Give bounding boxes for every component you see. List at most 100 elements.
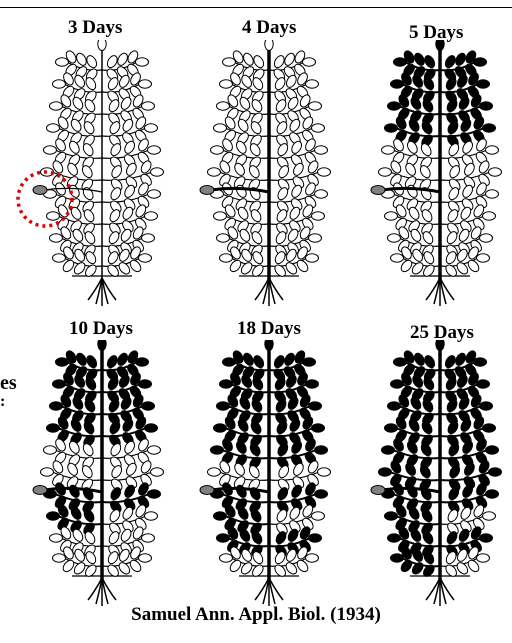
leaflet [489,468,502,476]
leaflet [53,80,66,88]
leaflet [448,464,462,479]
leaflet [250,98,264,113]
leaflet [47,424,60,432]
leaflet [420,120,434,135]
leaflet [220,80,233,88]
leaflet [448,164,462,179]
leaflet [385,124,398,132]
leaflet [486,446,499,454]
leaflet [139,554,152,562]
apical-leaflet [436,40,444,51]
leaflet [47,512,60,520]
leaflet [53,554,66,562]
leaflet [217,402,230,410]
leaflet [148,446,161,454]
leaflet [53,380,66,388]
leaflet [151,468,164,476]
leaflet [272,354,286,369]
leaflet [419,142,433,157]
leaflet [56,58,69,66]
leaflet [312,124,325,132]
leaflet [81,142,95,157]
leaflet [80,164,94,179]
apical-leaflet [98,40,106,51]
leaflet [217,102,230,110]
leaflet [477,380,490,388]
leaflet [315,446,328,454]
leaflet [275,120,289,135]
leaflet [318,168,331,176]
leaflet [474,358,487,366]
leaflet [477,80,490,88]
leaflet [388,102,401,110]
leaflet [251,76,265,91]
leaflet [454,352,468,367]
leaflet [420,420,434,435]
leaflet [385,424,398,432]
leaflet [81,442,95,457]
leaflet [413,352,427,367]
leaflet [391,80,404,88]
leaflet [447,442,461,457]
leaflet [148,190,161,198]
leaflet [214,212,227,220]
leaflet [273,376,287,391]
leaflet [274,398,288,413]
leaflet [50,402,63,410]
leaflet [252,54,266,69]
leaflet [148,146,161,154]
leaflet [312,512,325,520]
leaflet [110,164,124,179]
leaflet [391,380,404,388]
leaflet [477,254,490,262]
leaflet [391,554,404,562]
leaflet [306,554,319,562]
leaflet [220,254,233,262]
panel-label-18-days: 18 Days [237,318,301,340]
leaflet [106,376,120,391]
leaflet [247,164,261,179]
leaflet [312,424,325,432]
cropped-edge-mark: : [0,393,5,411]
apical-leaflet [265,40,273,51]
leaflet [277,164,291,179]
leaflet [82,420,96,435]
inoculated-leaf [371,486,385,495]
leaflet [83,98,97,113]
top-rule [0,7,512,8]
leaflet [142,234,155,242]
citation-caption: Samuel Ann. Appl. Biol. (1934) [0,604,512,626]
leaflet [105,54,119,69]
leaflet [394,58,407,66]
leaflet [273,76,287,91]
leaflet [83,398,97,413]
leaflet [422,376,436,391]
leaflet [382,146,395,154]
leaflet [379,168,392,176]
leaflet [277,464,291,479]
leaflet [272,54,286,69]
leaflet [483,512,496,520]
leaflet [50,534,63,542]
leaflet [413,52,427,67]
leaflet [474,58,487,66]
leaflet [242,52,256,67]
leaflet [80,464,94,479]
leaflet [388,402,401,410]
leaflet [454,52,468,67]
leaflet [418,464,432,479]
leaflet [248,442,262,457]
leaflet [446,420,460,435]
leaflet [136,58,149,66]
leaflet [309,102,322,110]
plant-4-days [194,40,344,310]
apical-leaflet [436,340,444,351]
leaflet [208,468,221,476]
apical-leaflet [265,340,273,351]
leaflet [480,534,493,542]
leaflet [108,120,122,135]
leaflet [217,534,230,542]
leaflet [142,534,155,542]
inoculated-leaf [200,486,214,495]
leaflet [214,512,227,520]
